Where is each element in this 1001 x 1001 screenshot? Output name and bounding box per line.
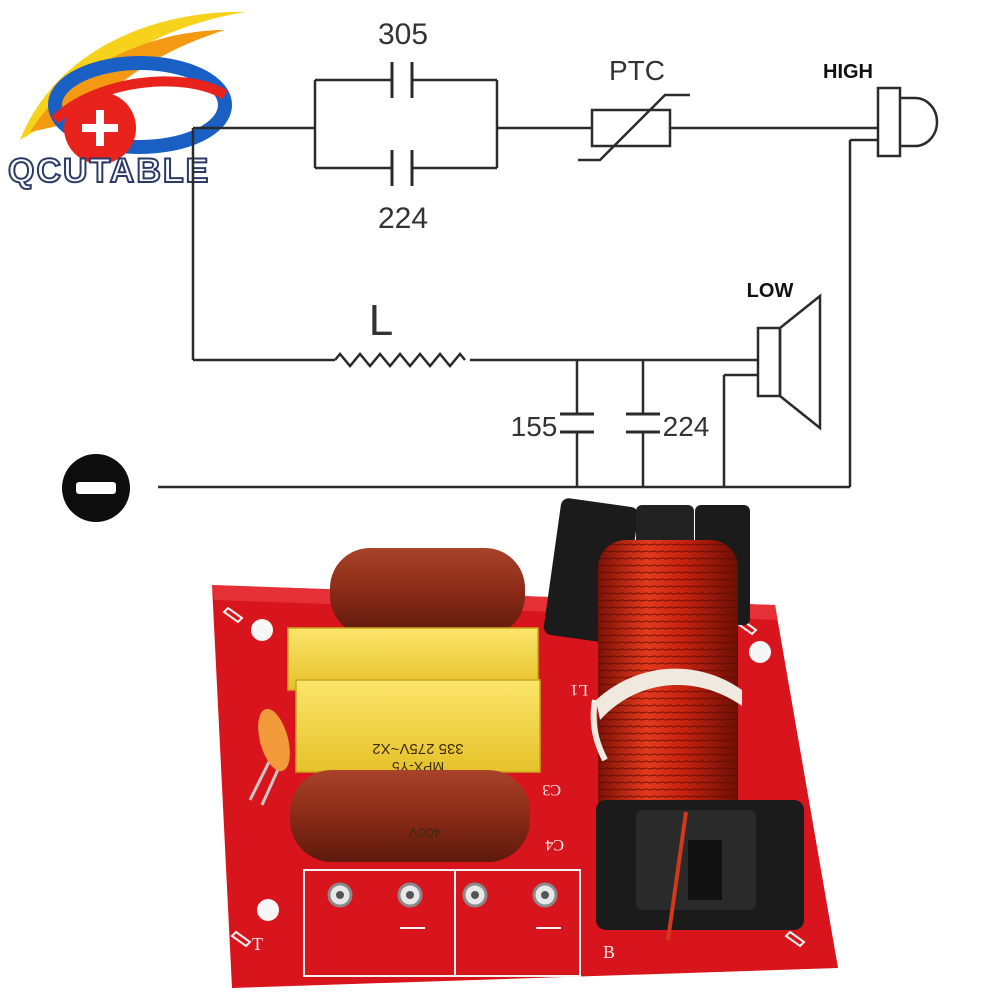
- inductor-label: L: [369, 296, 393, 345]
- capacitor-bottom: [390, 150, 414, 186]
- cap-bottom-label: 224: [378, 202, 428, 235]
- board-label-c4: C4: [545, 836, 564, 853]
- tweeter-label: HIGH: [823, 61, 873, 83]
- cap-marking-3: 400V: [408, 825, 441, 841]
- inductor-symbol: [334, 352, 466, 368]
- ptc-component: [248, 708, 290, 806]
- terminal-pad: [462, 882, 488, 908]
- board-label-c3: C3: [542, 781, 561, 798]
- cap-top-label: 305: [378, 18, 428, 51]
- woofer-label: LOW: [747, 280, 794, 302]
- inductor-coil: [543, 498, 804, 941]
- shunt-capacitor-2: [626, 412, 660, 434]
- terminal-pad: [397, 882, 423, 908]
- shunt-cap-2-label: 224: [663, 411, 710, 442]
- tweeter-symbol: [876, 86, 939, 158]
- shunt-capacitor-1: [560, 412, 594, 434]
- terminal-pad: [532, 882, 558, 908]
- board-label-l1: L1: [570, 681, 588, 698]
- terminal-pad: [327, 882, 353, 908]
- crossover-board: T B L1 C3 C4 335 275V~X2 MPX-Y5 400V: [212, 498, 838, 988]
- cap-marking-1: 335 275V~X2: [372, 740, 463, 757]
- capacitor-brown-top: [330, 548, 525, 636]
- ptc-label: PTC: [609, 55, 665, 86]
- shunt-cap-1-label: 155: [511, 411, 558, 442]
- mounting-hole: [257, 899, 279, 921]
- crossover-schematic: [158, 62, 939, 489]
- brand-name: QCUTABLE: [8, 152, 210, 190]
- mounting-hole: [251, 619, 273, 641]
- woofer-symbol: [756, 293, 822, 431]
- minus-circle-icon: [62, 454, 130, 522]
- swoosh-plus-logo: [20, 11, 245, 164]
- brand-logo: QCUTABLE: [7, 11, 245, 191]
- capacitor-yellow-2: 335 275V~X2 MPX-Y5: [295, 679, 541, 775]
- capacitor-brown-bottom: 400V: [290, 770, 530, 862]
- capacitor-top: [390, 62, 414, 98]
- board-label-t: T: [252, 934, 263, 954]
- board-label-b: B: [603, 942, 615, 962]
- mounting-hole: [749, 641, 771, 663]
